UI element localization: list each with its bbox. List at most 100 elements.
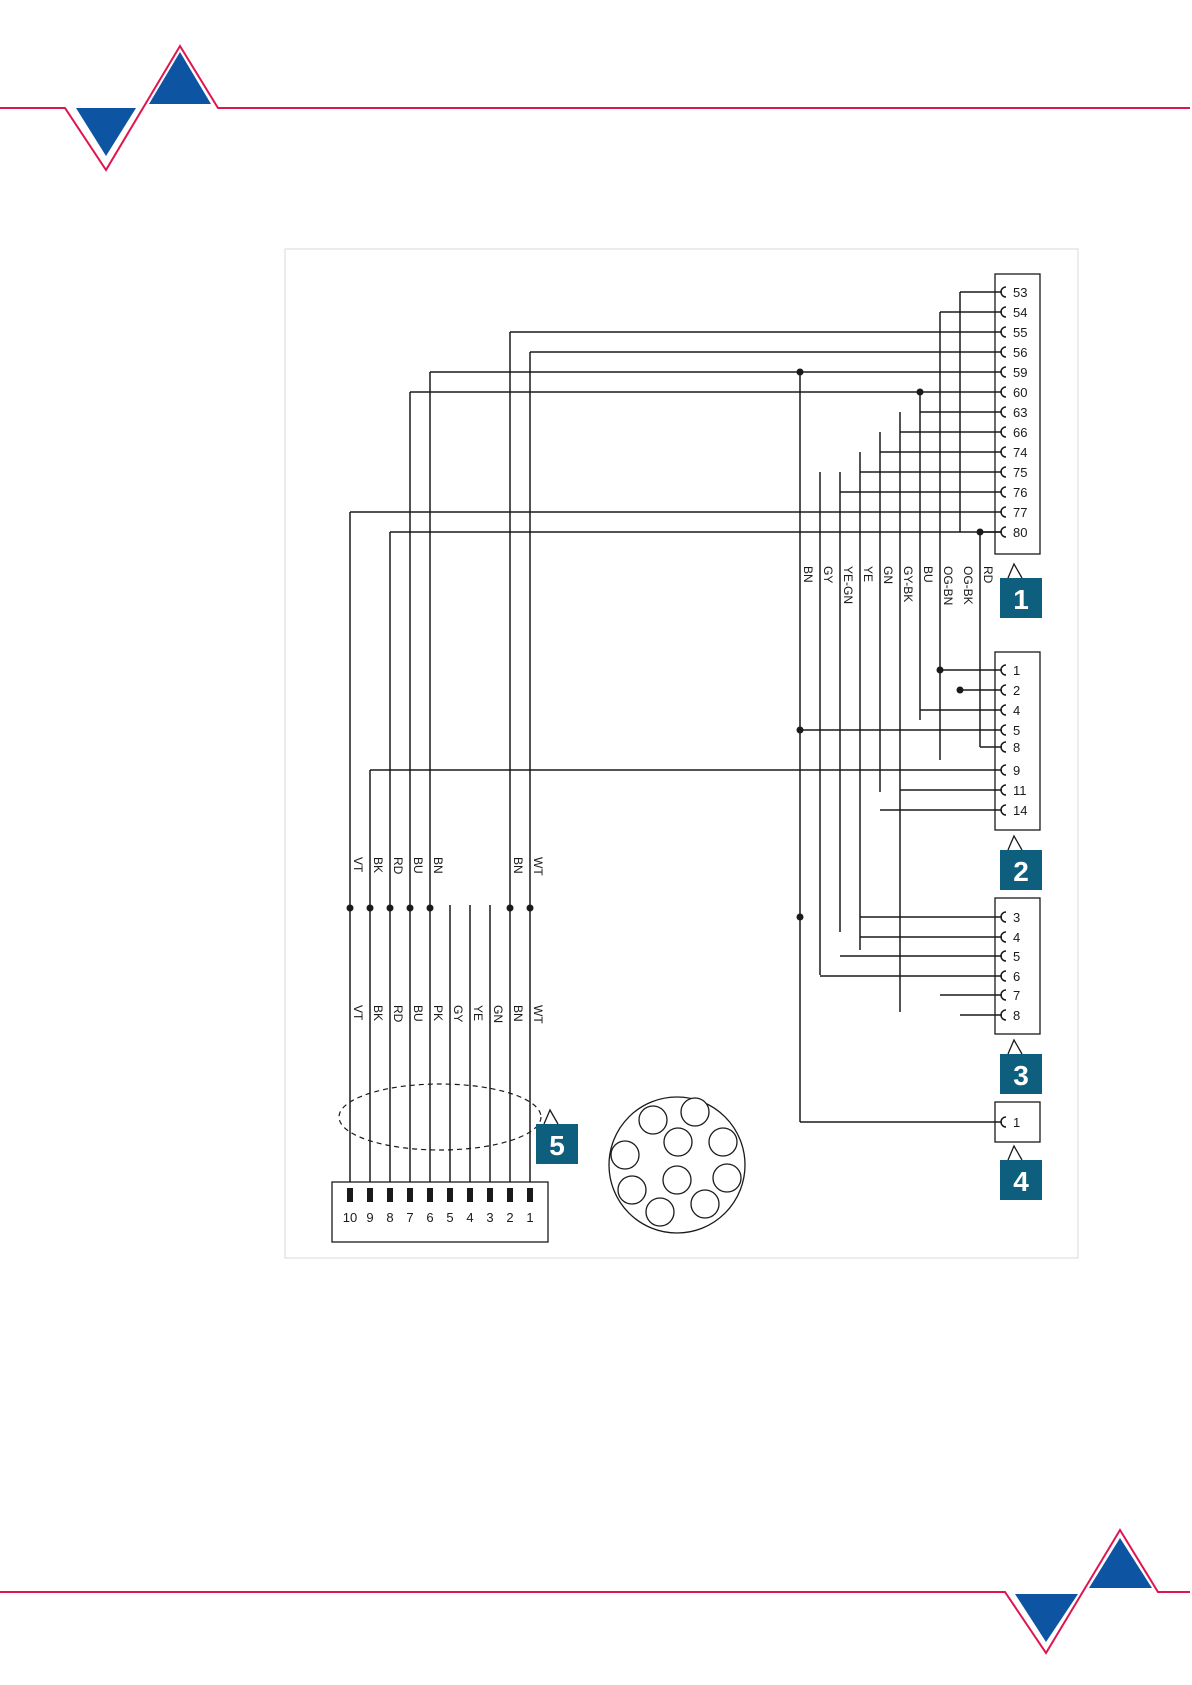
pin-number: 8: [1013, 1008, 1020, 1023]
pin-number: 66: [1013, 425, 1027, 440]
connector-badge-number: 3: [1013, 1060, 1029, 1091]
wire-color-label: BN: [801, 566, 815, 583]
connector-badge-number: 4: [1013, 1166, 1029, 1197]
pin-number: 1: [526, 1210, 533, 1225]
pin-number: 63: [1013, 405, 1027, 420]
wire-color-label: BN: [511, 1005, 525, 1022]
wire-color-label: BU: [411, 857, 425, 874]
pin-terminal-icon: [467, 1188, 473, 1202]
pin-terminal-icon: [367, 1188, 373, 1202]
pin-number: 5: [1013, 723, 1020, 738]
wire-color-label: WT: [531, 857, 545, 876]
connector-badge-number: 2: [1013, 856, 1029, 887]
pin-number: 1: [1013, 1115, 1020, 1130]
pin-number: 8: [386, 1210, 393, 1225]
junction-dot: [797, 914, 804, 921]
wire-color-label: VT: [351, 1005, 365, 1021]
wire-color-label: GN: [491, 1005, 505, 1023]
junction-dot: [797, 727, 804, 734]
pin-number: 6: [1013, 969, 1020, 984]
header-logo: [0, 46, 1190, 170]
pin-number: 8: [1013, 740, 1020, 755]
wire-color-label: GN: [881, 566, 895, 584]
wire-color-label: BN: [511, 857, 525, 874]
pin-terminal-icon: [427, 1188, 433, 1202]
logo-triangle-down-icon: [1015, 1594, 1078, 1642]
footer-rule: [0, 1530, 1190, 1653]
pin-terminal-icon: [347, 1188, 353, 1202]
wire-color-label: VT: [351, 857, 365, 873]
wire-color-label: BN: [431, 857, 445, 874]
round-connector-face-icon: [609, 1097, 745, 1233]
junction-dot: [797, 369, 804, 376]
pin-number: 2: [506, 1210, 513, 1225]
wire-color-label: GY: [451, 1005, 465, 1022]
wire-color-label: GY: [821, 566, 835, 583]
pin-number: 9: [366, 1210, 373, 1225]
pin-number: 74: [1013, 445, 1027, 460]
junction-dot: [427, 905, 434, 912]
wire-color-label: OG-BN: [941, 566, 955, 605]
pin-number: 5: [446, 1210, 453, 1225]
pin-terminal-icon: [407, 1188, 413, 1202]
logo-triangle-up-icon: [1089, 1538, 1152, 1588]
wire-color-label: GY-BK: [901, 566, 915, 602]
junction-dot: [347, 905, 354, 912]
pin-terminal-icon: [487, 1188, 493, 1202]
pin-number: 6: [426, 1210, 433, 1225]
pin-terminal-icon: [387, 1188, 393, 1202]
pin-number: 1: [1013, 663, 1020, 678]
logo-triangle-up-icon: [149, 52, 211, 104]
wire-color-label: OG-BK: [961, 566, 975, 605]
pin-number: 3: [486, 1210, 493, 1225]
pin-number: 7: [1013, 988, 1020, 1003]
wire-color-label: RD: [981, 566, 995, 584]
junction-dot: [507, 905, 514, 912]
junction-dot: [527, 905, 534, 912]
pin-number: 56: [1013, 345, 1027, 360]
footer-logo: [0, 1530, 1190, 1653]
pin-number: 59: [1013, 365, 1027, 380]
wire-color-label: BU: [921, 566, 935, 583]
wire-color-label: BK: [371, 1005, 385, 1021]
pin-number: 14: [1013, 803, 1027, 818]
pin-number: 60: [1013, 385, 1027, 400]
pin-number: 5: [1013, 949, 1020, 964]
junction-dot: [367, 905, 374, 912]
logo-triangle-down-icon: [76, 108, 136, 156]
junction-dot: [957, 687, 964, 694]
junction-dot: [407, 905, 414, 912]
pin-number: 4: [1013, 930, 1020, 945]
pin-terminal-icon: [447, 1188, 453, 1202]
junction-dot: [917, 389, 924, 396]
junction-dot: [977, 529, 984, 536]
wire-color-label: YE: [471, 1005, 485, 1021]
pin-number: 80: [1013, 525, 1027, 540]
pin-number: 10: [343, 1210, 357, 1225]
pin-number: 76: [1013, 485, 1027, 500]
pin-number: 55: [1013, 325, 1027, 340]
connector-badge-number: 5: [549, 1130, 565, 1161]
pin-number: 3: [1013, 910, 1020, 925]
pin-number: 2: [1013, 683, 1020, 698]
wire-color-label: RD: [391, 1005, 405, 1023]
wire-color-label: YE-GN: [841, 566, 855, 604]
pin-number: 4: [1013, 703, 1020, 718]
wire-color-label: YE: [861, 566, 875, 582]
connector-badge-number: 1: [1013, 584, 1029, 615]
pin-number: 4: [466, 1210, 473, 1225]
wire-color-label: WT: [531, 1005, 545, 1024]
pin-number: 11: [1013, 783, 1027, 798]
wire-color-label: BK: [371, 857, 385, 873]
junction-dot: [937, 667, 944, 674]
pin-terminal-icon: [527, 1188, 533, 1202]
wire-color-label: BU: [411, 1005, 425, 1022]
pin-number: 54: [1013, 305, 1027, 320]
junction-dot: [387, 905, 394, 912]
pin-number: 7: [406, 1210, 413, 1225]
connector-5-box: [332, 1182, 548, 1242]
pin-number: 53: [1013, 285, 1027, 300]
pin-terminal-icon: [507, 1188, 513, 1202]
pin-number: 9: [1013, 763, 1020, 778]
